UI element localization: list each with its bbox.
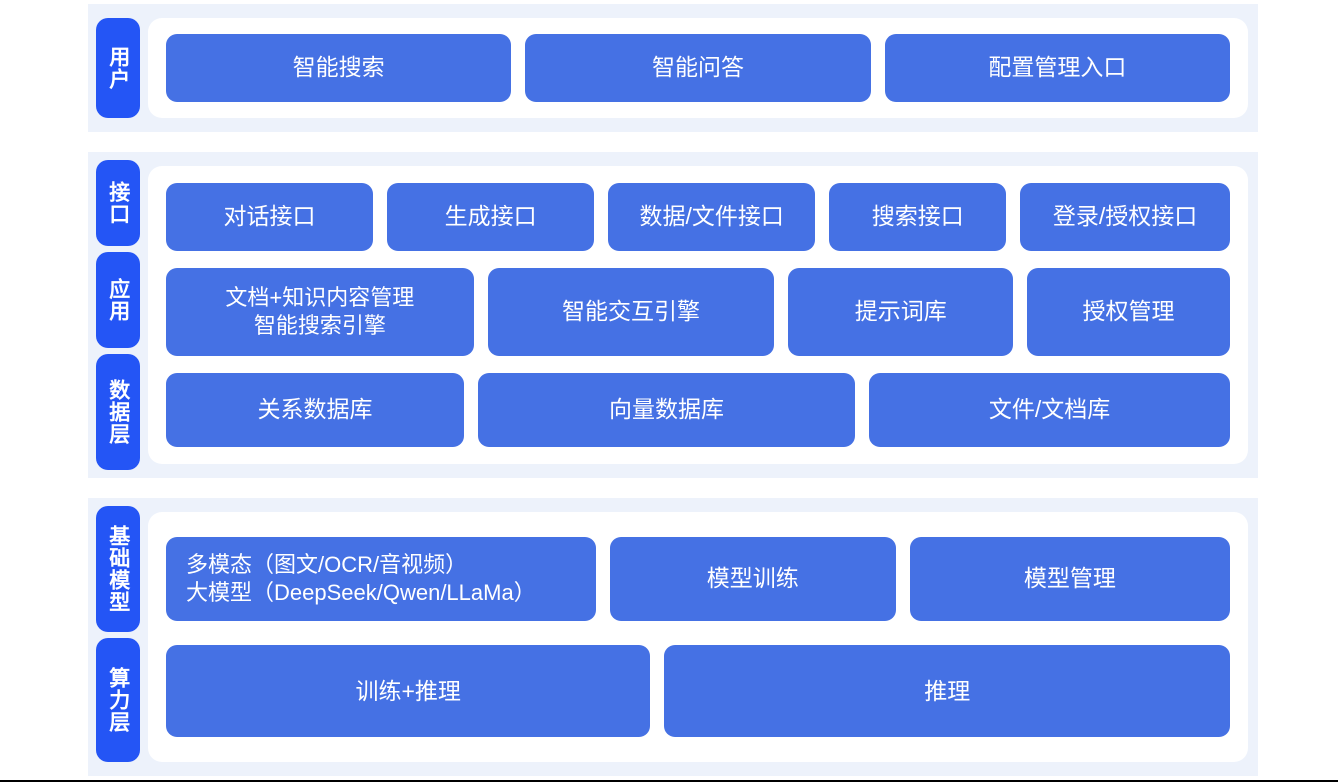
box-model-management[interactable]: 模型管理 — [909, 536, 1231, 621]
tier-infrastructure: 基础模型 算力层 多模态（图文/OCR/音视频） 大模型（DeepSeek/Qw… — [88, 498, 1258, 776]
box-login-auth-api[interactable]: 登录/授权接口 — [1020, 183, 1230, 251]
box-generation-api[interactable]: 生成接口 — [387, 183, 595, 251]
tier-badge-interface[interactable]: 接口 — [96, 160, 140, 246]
tier-badge-user[interactable]: 用户 — [96, 18, 140, 118]
row-compute: 训练+推理 推理 — [166, 645, 1230, 738]
row-user-entries: 智能搜索 智能问答 配置管理入口 — [166, 34, 1230, 102]
tier-user-badge-rail: 用户 — [88, 4, 148, 132]
tier-user-card: 智能搜索 智能问答 配置管理入口 — [148, 18, 1248, 118]
box-file-document-store[interactable]: 文件/文档库 — [869, 373, 1230, 447]
box-config-management-entry[interactable]: 配置管理入口 — [884, 34, 1230, 102]
tier-infrastructure-badge-rail: 基础模型 算力层 — [88, 498, 148, 776]
box-model-training[interactable]: 模型训练 — [609, 536, 896, 621]
box-inference[interactable]: 推理 — [664, 645, 1230, 738]
box-smart-search[interactable]: 智能搜索 — [166, 34, 512, 102]
tier-badge-application[interactable]: 应用 — [96, 252, 140, 348]
box-training-plus-inference[interactable]: 训练+推理 — [166, 645, 651, 738]
box-authorization-management[interactable]: 授权管理 — [1027, 268, 1230, 356]
box-prompt-library[interactable]: 提示词库 — [788, 268, 1014, 356]
box-smart-interaction-engine[interactable]: 智能交互引擎 — [487, 268, 775, 356]
tier-application-badge-rail: 接口 应用 数据层 — [88, 152, 148, 478]
tier-application: 接口 应用 数据层 对话接口 生成接口 数据/文件接口 搜索接口 登录/授权接口… — [88, 152, 1258, 478]
tier-user: 用户 智能搜索 智能问答 配置管理入口 — [88, 4, 1258, 132]
box-vector-database[interactable]: 向量数据库 — [477, 373, 856, 447]
box-smart-qa[interactable]: 智能问答 — [525, 34, 871, 102]
tier-badge-data-layer[interactable]: 数据层 — [96, 354, 140, 470]
box-relational-database[interactable]: 关系数据库 — [166, 373, 464, 447]
row-engine: 文档+知识内容管理 智能搜索引擎 智能交互引擎 提示词库 授权管理 — [166, 268, 1230, 356]
box-data-file-api[interactable]: 数据/文件接口 — [608, 183, 816, 251]
tier-application-card: 对话接口 生成接口 数据/文件接口 搜索接口 登录/授权接口 文档+知识内容管理… — [148, 166, 1248, 464]
row-api: 对话接口 生成接口 数据/文件接口 搜索接口 登录/授权接口 — [166, 183, 1230, 251]
tier-badge-compute-layer[interactable]: 算力层 — [96, 638, 140, 762]
row-foundation-model: 多模态（图文/OCR/音视频） 大模型（DeepSeek/Qwen/LLaMa）… — [166, 536, 1231, 621]
tier-infrastructure-card: 多模态（图文/OCR/音视频） 大模型（DeepSeek/Qwen/LLaMa）… — [148, 512, 1248, 762]
bottom-divider — [0, 780, 1338, 782]
box-doc-knowledge-management[interactable]: 文档+知识内容管理 智能搜索引擎 — [166, 268, 474, 356]
tier-badge-foundation-model[interactable]: 基础模型 — [96, 506, 140, 632]
box-search-api[interactable]: 搜索接口 — [829, 183, 1007, 251]
row-data-stores: 关系数据库 向量数据库 文件/文档库 — [166, 373, 1230, 447]
box-dialog-api[interactable]: 对话接口 — [166, 183, 374, 251]
box-multimodal-large-model[interactable]: 多模态（图文/OCR/音视频） 大模型（DeepSeek/Qwen/LLaMa） — [166, 536, 596, 621]
